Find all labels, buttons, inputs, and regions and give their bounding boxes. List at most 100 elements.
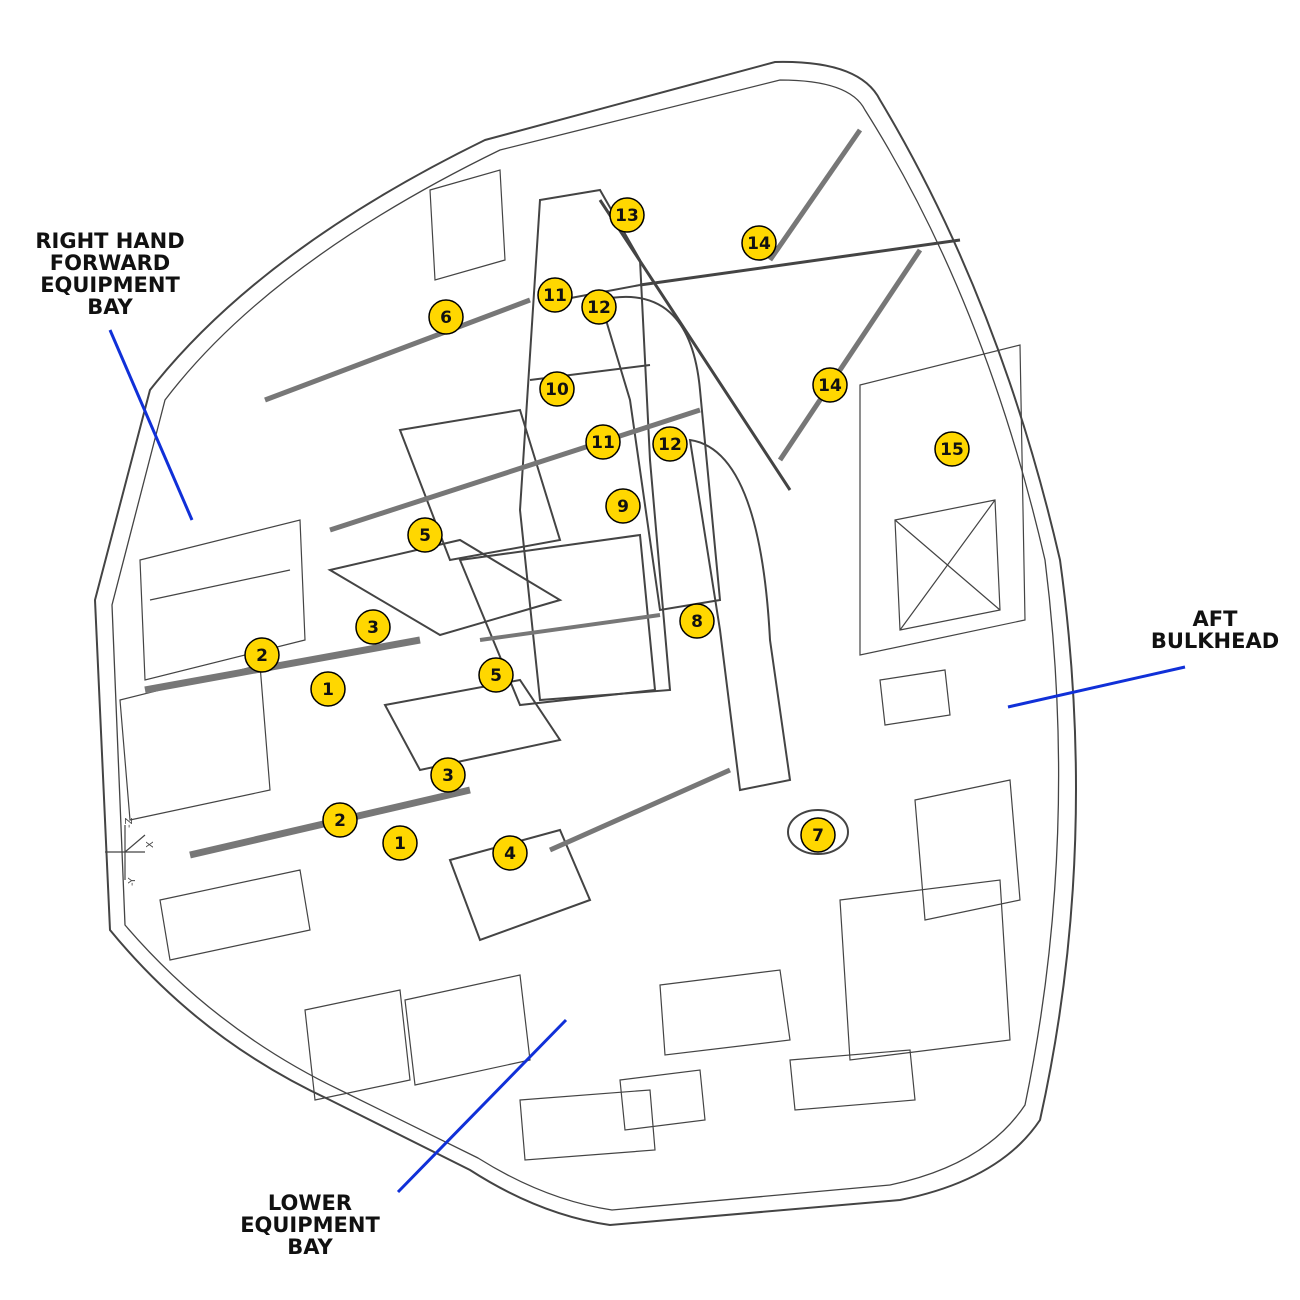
- marker-circle: [605, 488, 641, 524]
- leader-lines: [108, 329, 1186, 1194]
- axis-label-z: -Z: [124, 817, 135, 828]
- strut-14-upper: [767, 128, 863, 262]
- marker-circle: [355, 609, 391, 645]
- leader-line-lower-bay: [396, 1018, 568, 1194]
- marker-3: 3: [355, 609, 391, 645]
- marker-circle: [407, 517, 443, 553]
- aft-equipment-boxes: [839, 669, 1021, 1061]
- marker-circle: [310, 671, 346, 707]
- marker-7: 7: [800, 817, 836, 853]
- marker-number: 6: [440, 308, 452, 328]
- strut-14-lower: [777, 248, 923, 462]
- marker-1: 1: [382, 825, 418, 861]
- seat-back-left: [398, 408, 657, 707]
- lower-bay-panels: [159, 869, 916, 1161]
- strut-11: [329, 407, 701, 533]
- label-right-hand-forward-equipment-bay: RIGHT HAND FORWARD EQUIPMENT BAY: [35, 229, 185, 319]
- marker-circle: [652, 426, 688, 462]
- marker-circle: [382, 825, 418, 861]
- marker-circle: [585, 424, 621, 460]
- marker-circle: [537, 277, 573, 313]
- marker-12: 12: [581, 289, 617, 325]
- marker-number: 3: [442, 766, 454, 786]
- marker-number: 1: [394, 834, 406, 854]
- aft-bulkhead-panel: [859, 344, 1026, 656]
- marker-number: 2: [256, 646, 268, 666]
- foot-pad: [787, 809, 849, 855]
- marker-2: 2: [244, 637, 280, 673]
- marker-number: 11: [543, 286, 567, 306]
- leader-line-right-hand-bay: [108, 329, 194, 521]
- marker-circle: [539, 371, 575, 407]
- marker-number: 10: [545, 380, 569, 400]
- marker-circle: [741, 225, 777, 261]
- axis-label-x: X: [145, 841, 156, 848]
- marker-number: 15: [940, 440, 964, 460]
- marker-circle: [581, 289, 617, 325]
- marker-9: 9: [605, 488, 641, 524]
- seat-pan-left: [327, 538, 592, 942]
- label-aft-bulkhead: AFT BULKHEAD: [1150, 607, 1280, 653]
- capsule-inner-rim: [111, 79, 1060, 1211]
- marker-circle: [430, 757, 466, 793]
- marker-circle: [609, 197, 645, 233]
- label-lower-equipment-bay: LOWER EQUIPMENT BAY: [240, 1191, 380, 1259]
- marker-circle: [934, 431, 970, 467]
- capsule-outer-hull: [93, 60, 1077, 1227]
- marker-circle: [428, 299, 464, 335]
- marker-number: 13: [615, 206, 639, 226]
- strut-middle-1: [144, 636, 421, 694]
- leader-line-aft-bulkhead: [1007, 665, 1186, 709]
- seat-frame-right: [598, 295, 792, 792]
- marker-5: 5: [478, 657, 514, 693]
- marker-8: 8: [679, 603, 715, 639]
- crossbeam-upper: [598, 199, 961, 491]
- strut-4: [548, 767, 732, 853]
- marker-number: 8: [691, 612, 703, 632]
- marker-12: 12: [652, 426, 688, 462]
- marker-number: 2: [334, 811, 346, 831]
- marker-number: 3: [367, 618, 379, 638]
- marker-number: 5: [419, 526, 431, 546]
- marker-circle: [679, 603, 715, 639]
- marker-number: 12: [658, 435, 682, 455]
- marker-10: 10: [539, 371, 575, 407]
- marker-number: 12: [587, 298, 611, 318]
- marker-3: 3: [430, 757, 466, 793]
- marker-15: 15: [934, 431, 970, 467]
- marker-number: 14: [818, 376, 842, 396]
- marker-circle: [800, 817, 836, 853]
- marker-11: 11: [585, 424, 621, 460]
- marker-circle: [478, 657, 514, 693]
- marker-number: 1: [322, 680, 334, 700]
- strut-8: [479, 613, 661, 642]
- marker-number: 5: [490, 666, 502, 686]
- marker-14: 14: [741, 225, 777, 261]
- marker-5: 5: [407, 517, 443, 553]
- marker-1: 1: [310, 671, 346, 707]
- marker-13: 13: [609, 197, 645, 233]
- marker-number: 4: [504, 844, 516, 864]
- marker-number: 7: [812, 826, 824, 846]
- forward-bay-panels: [119, 169, 506, 821]
- marker-circle: [492, 835, 528, 871]
- strut-upper-6: [264, 297, 531, 403]
- marker-2: 2: [322, 802, 358, 838]
- axis-label-y: -Y: [127, 877, 138, 886]
- marker-14: 14: [812, 367, 848, 403]
- capsule-sketch: [93, 60, 1077, 1227]
- marker-circle: [322, 802, 358, 838]
- marker-circle: [812, 367, 848, 403]
- marker-number: 14: [747, 234, 771, 254]
- axis-triad: [105, 825, 146, 880]
- marker-circle: [244, 637, 280, 673]
- marker-4: 4: [492, 835, 528, 871]
- marker-11: 11: [537, 277, 573, 313]
- marker-6: 6: [428, 299, 464, 335]
- axis-labels: -Z X -Y: [124, 817, 156, 886]
- marker-number: 9: [617, 497, 629, 517]
- marker-number: 11: [591, 433, 615, 453]
